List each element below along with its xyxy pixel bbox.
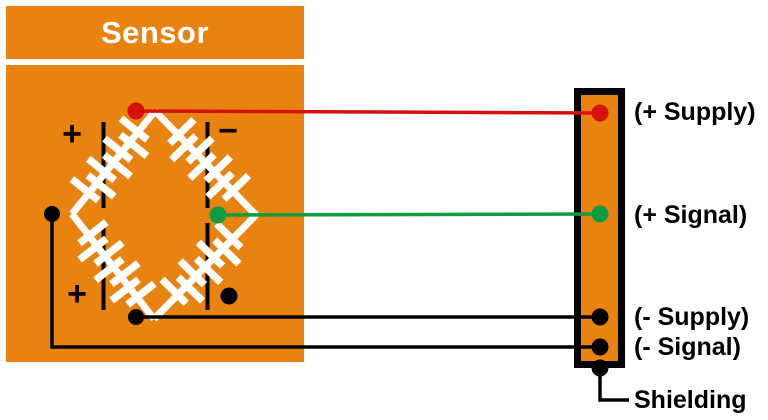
wires	[50, 109, 629, 402]
bridge-node-left	[44, 206, 60, 222]
connector-node-positive-signal	[591, 205, 609, 223]
bridge-polarity-top-right: −	[218, 112, 238, 150]
connector-node-positive-supply	[591, 104, 609, 122]
wire-positive-supply	[135, 109, 601, 115]
wheatstone-bridge	[69, 108, 259, 322]
bridge-node-right	[209, 206, 227, 224]
sensor-title: Sensor	[100, 14, 210, 50]
sensor-header: Sensor	[6, 6, 304, 59]
terminal-label-negative-signal: (- Signal)	[634, 333, 741, 361]
bridge-polarity-bottom-left: +	[67, 275, 87, 313]
wire-negative-signal	[50, 214, 600, 349]
strain-gauge-arm-bottom-right	[151, 212, 259, 322]
terminal-label-shielding: Shielding	[634, 386, 747, 414]
terminal-label-positive-supply: (+ Supply)	[634, 98, 756, 126]
wire-shielding	[598, 366, 629, 402]
connector-node-negative-signal	[591, 338, 609, 356]
terminal-label-positive-signal: (+ Signal)	[634, 201, 748, 229]
strain-gauge-arm-top-right	[152, 108, 259, 218]
strain-gauge-arm-top-left	[69, 108, 158, 217]
connection-nodes	[44, 102, 609, 377]
connector-node-shielding	[591, 359, 609, 377]
bridge-dot-marker	[220, 287, 238, 305]
bridge-node-top	[127, 102, 145, 120]
bridge-polarity-top-left: +	[62, 115, 82, 153]
terminal-label-negative-supply: (- Supply)	[634, 303, 750, 331]
bridge-node-bottom	[128, 309, 144, 325]
wire-positive-signal	[217, 212, 601, 217]
connector-node-negative-supply	[591, 308, 609, 326]
strain-gauge-arm-bottom-left	[69, 211, 157, 322]
